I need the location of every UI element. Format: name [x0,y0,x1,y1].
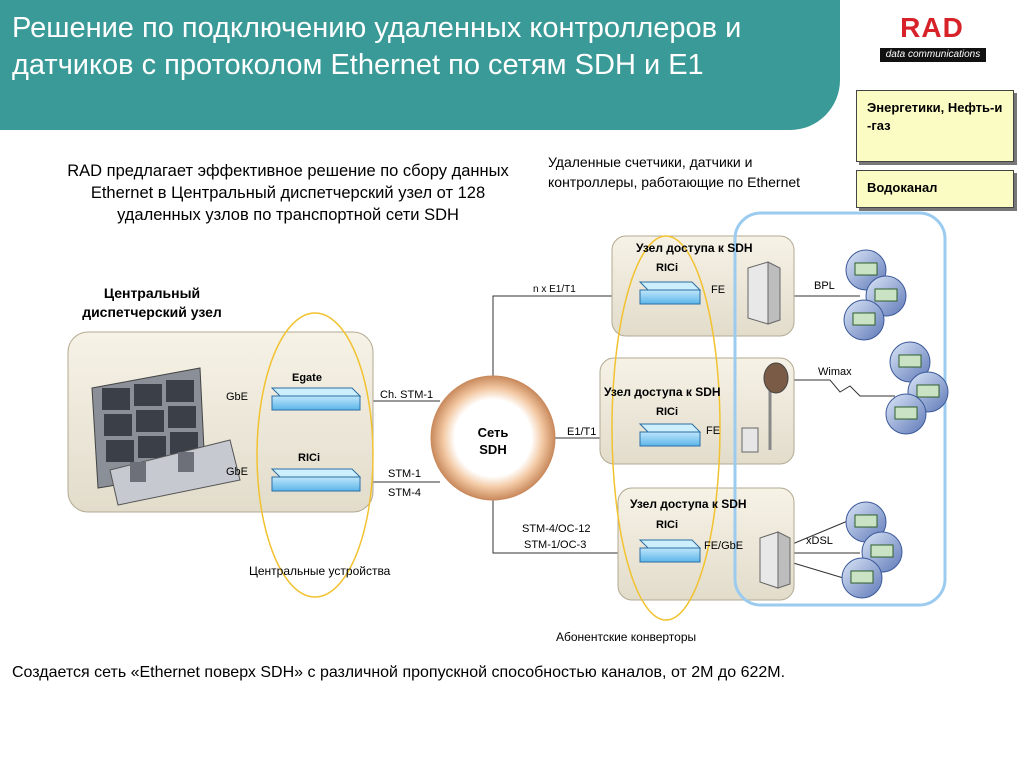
wimax-tower [741,362,789,453]
wimax-link-label: Wimax [818,366,852,378]
central-devices-caption: Центральные устройства [249,564,391,578]
tag-energy: Энергетики, Нефть-и -газ [856,90,1014,162]
page-title: Решение по подключению удаленных контрол… [12,12,742,81]
central-rici-device [270,468,362,492]
stm1oc3-link-label: STM-1/OC-3 [524,539,587,551]
xdsl-link-label: xDSL [806,535,833,547]
site-3-title: Узел доступа к SDH [630,497,747,511]
gbe-label-2: GbE [226,466,249,478]
title-banner [0,0,840,130]
meter-icon [889,341,931,383]
site-rici-device-1 [638,281,702,305]
tag-water: Водоканал [856,170,1014,208]
footer-text: Создается сеть «Ethernet поверх SDH» с р… [12,664,786,681]
bpl-link-label: BPL [814,280,835,292]
stm1-label: STM-1 [388,468,421,480]
meter-icon [841,557,883,599]
access-devices-highlight [611,235,721,621]
site-1-title: Узел доступа к SDH [636,241,753,255]
subscriber-converters-caption: Абонентские конверторы [556,630,697,644]
operator-console-image [91,367,241,506]
site-rici-device-2 [638,423,702,447]
meter-icon [843,299,885,341]
central-node-title: Центральный диспетчерский узел [82,285,222,320]
stm4-label: STM-4 [388,487,421,499]
site-1-device-label: RICi [656,262,678,274]
rad-logo: RAD data communications [878,12,986,64]
e1t1-link-label: E1/T1 [567,426,597,438]
site-3-device-label: RICi [656,519,678,531]
site-2-port-label: FE [706,425,721,437]
meter-icon [885,393,927,435]
bpl-converter [747,261,781,325]
gbe-label-1: GbE [226,391,249,403]
site-rici-device-3 [638,539,702,563]
ch-stm-label: Ch. STM-1 [380,389,434,401]
egate-device [270,387,362,411]
logo-brand: RAD [900,12,964,43]
stm4oc12-link-label: STM-4/OC-12 [522,523,591,535]
meter-icon [845,501,887,543]
site-box-3 [617,487,795,601]
xdsl-converter [759,531,791,589]
sdh-label-line2: SDH [479,442,507,457]
remote-devices-highlight [733,211,947,607]
intro-text: RAD предлагает эффективное решение по сб… [67,162,509,224]
sdh-label-line1: Сеть [477,425,509,440]
site-1-port-label: FE [711,284,726,296]
site-2-title: Узел доступа к SDH [604,385,721,399]
sdh-ring [430,375,556,501]
logo-subtitle: data communications [880,48,986,62]
egate-label: Egate [292,372,322,384]
nxe1-link-label: n x E1/T1 [533,284,576,295]
remote-devices-text: Удаленные счетчики, датчики и контроллер… [548,154,801,190]
site-3-port-label: FE/GbE [704,540,744,552]
sdh-network-label: Сеть SDH [463,424,523,458]
site-2-device-label: RICi [656,406,678,418]
central-rici-label: RICi [298,452,320,464]
central-devices-highlight [256,312,374,598]
